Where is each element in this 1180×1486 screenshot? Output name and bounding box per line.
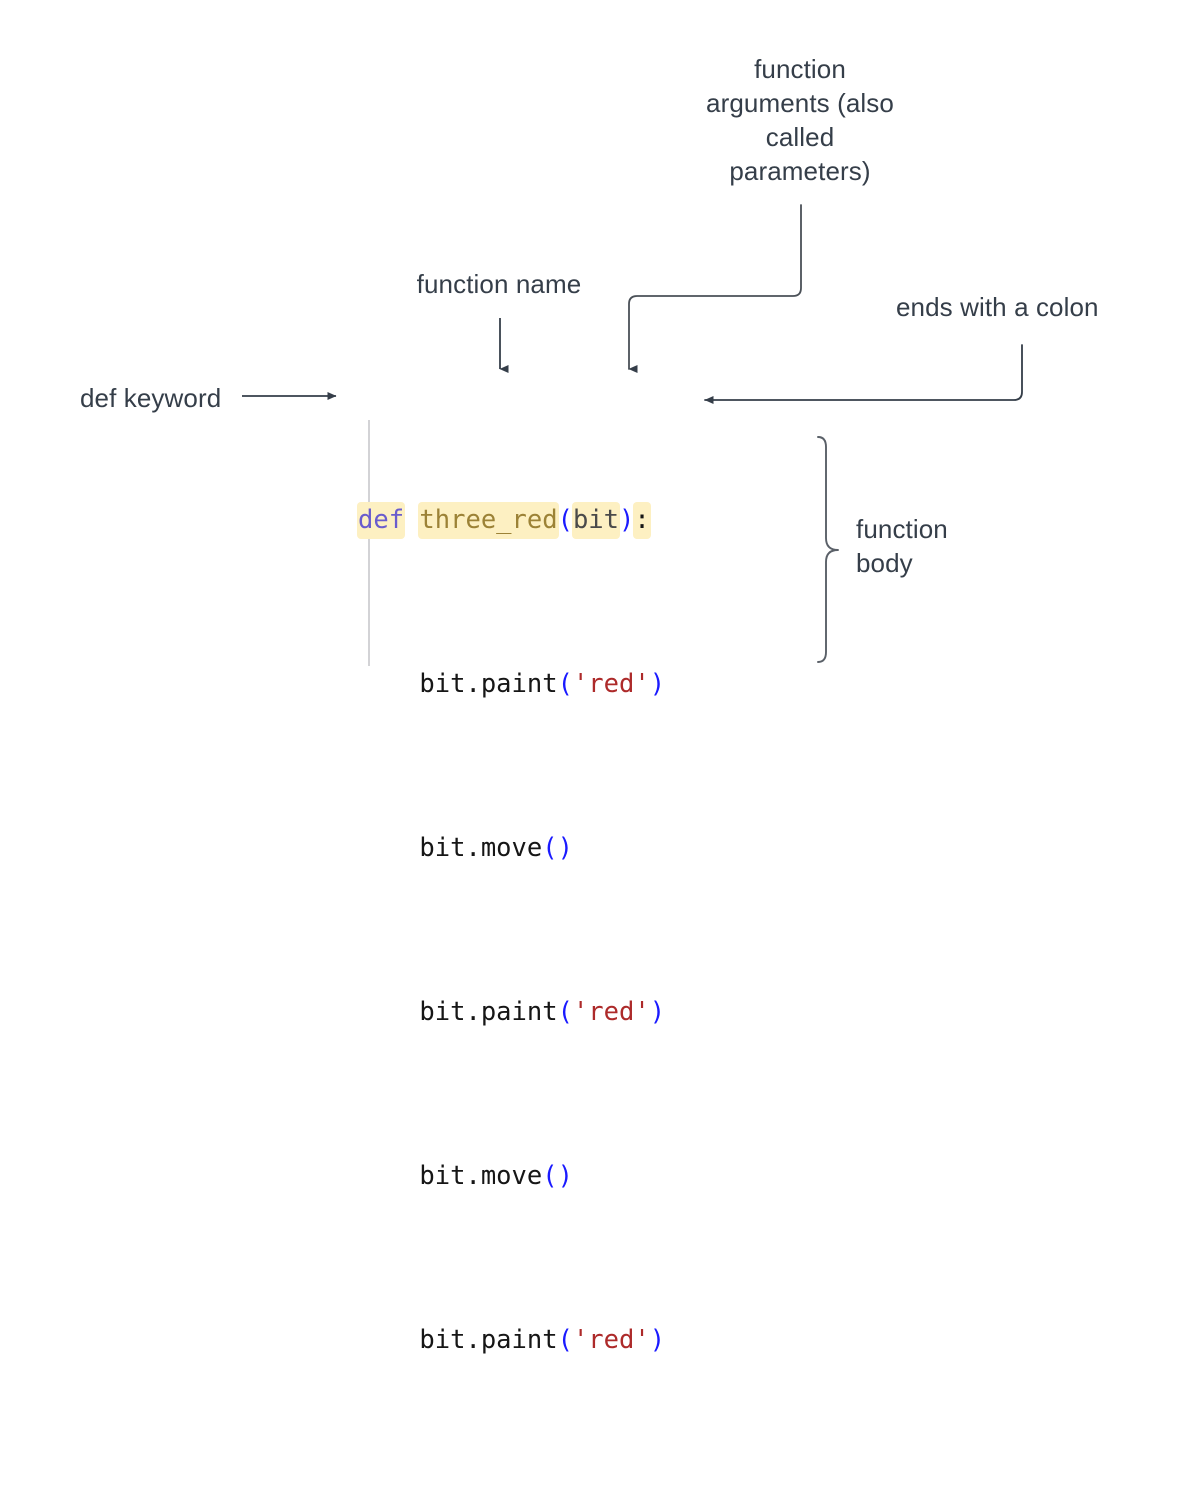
code-token-close-paren: ) (649, 997, 666, 1027)
code-indent (358, 833, 419, 863)
code-token-open-paren: ( (557, 1325, 573, 1355)
label-function-arguments: function arguments (also called paramete… (706, 54, 894, 186)
code-line-body-4: bit.move() (358, 1156, 665, 1197)
code-token-open-paren: ( (557, 669, 573, 699)
code-token-function-name: three_red (418, 502, 559, 539)
code-token-close-paren: ) (649, 1325, 666, 1355)
label-function-name: function name (416, 269, 582, 299)
arrow-parameters (628, 204, 802, 373)
code-token-open-paren: ( (557, 505, 573, 535)
code-line-body-5: bit.paint('red') (358, 1320, 665, 1361)
code-token-string-arg: 'red' (572, 997, 650, 1027)
code-token-open-paren: ( (557, 997, 573, 1027)
label-ends-with-colon: ends with a colon (896, 292, 1099, 322)
code-indent (358, 997, 419, 1027)
arrow-ends-with-colon (704, 344, 1023, 404)
code-token-open-paren: ( (542, 833, 558, 863)
code-line-body-3: bit.paint('red') (358, 992, 665, 1033)
code-token-receiver: bit.paint (419, 1325, 558, 1355)
code-token-receiver: bit.paint (419, 997, 558, 1027)
code-token-string-arg: 'red' (572, 669, 650, 699)
code-indent (358, 1161, 419, 1191)
code-token-string-arg: 'red' (572, 1325, 650, 1355)
indent-guide-line (368, 420, 370, 666)
code-token-close-paren: ) (557, 1161, 573, 1191)
diagram-canvas: function arguments (also called paramete… (80, 54, 1099, 1355)
label-def-keyword: def keyword (80, 383, 222, 413)
code-line-body-6: bit.move() (358, 1484, 665, 1486)
code-token-open-paren: ( (542, 1161, 558, 1191)
code-token-receiver: bit.move (419, 1161, 543, 1191)
code-line-body-2: bit.move() (358, 828, 665, 869)
code-token-receiver: bit.move (419, 833, 543, 863)
code-token-receiver: bit.paint (419, 669, 558, 699)
code-block: def three_red(bit): bit.paint('red') bit… (357, 377, 665, 1486)
code-token-parameter: bit (571, 502, 621, 539)
code-token-colon: : (633, 502, 651, 539)
code-indent (358, 1325, 419, 1355)
label-function-body: function body (856, 514, 948, 578)
code-token-def-keyword: def (357, 502, 406, 539)
code-indent (358, 669, 419, 699)
code-token-close-paren: ) (557, 833, 573, 863)
function-body-brace (817, 436, 839, 663)
code-line-body-1: bit.paint('red') (358, 664, 665, 705)
code-token-close-paren: ) (619, 505, 635, 535)
code-token-close-paren: ) (649, 669, 666, 699)
code-line-signature: def three_red(bit): (357, 500, 665, 541)
